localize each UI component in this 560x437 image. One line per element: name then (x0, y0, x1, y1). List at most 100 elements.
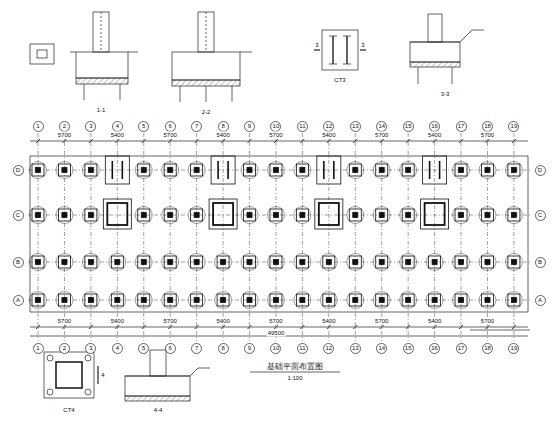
axis-bubble: C (13, 210, 24, 221)
axis-bubble: 6 (165, 343, 176, 354)
axis-bubble: 9 (244, 343, 255, 354)
axis-bubble: 2 (59, 343, 70, 354)
axis-number: 14 (376, 343, 387, 354)
axis-number: D (535, 165, 546, 176)
axis-number: 19 (508, 343, 519, 354)
axis-number: 13 (350, 343, 361, 354)
section-title: 4-4 (153, 407, 164, 414)
axis-bubble: 16 (429, 121, 440, 132)
axis-number: 14 (376, 121, 387, 132)
section-title: 2-2 (201, 109, 212, 116)
axis-bubble: 12 (323, 121, 334, 132)
axis-bubble: 19 (508, 343, 519, 354)
axis-number: 9 (244, 121, 255, 132)
dimension: 5400 (215, 132, 230, 139)
axis-bubble: 4 (112, 343, 123, 354)
axis-bubble: 14 (376, 343, 387, 354)
axis-bubble: 1 (33, 121, 44, 132)
axis-number: 4 (112, 121, 123, 132)
axis-number: 3 (85, 343, 96, 354)
axis-number: 4 (112, 343, 123, 354)
dimension: 5700 (480, 132, 495, 139)
axis-bubble: B (535, 257, 546, 268)
axis-bubble: 5 (138, 343, 149, 354)
axis-number: 15 (403, 343, 414, 354)
dimension: 5400 (427, 132, 442, 139)
axis-bubble: 9 (244, 121, 255, 132)
axis-bubble: D (535, 165, 546, 176)
dimension: 5700 (374, 132, 389, 139)
axis-bubble: 8 (218, 343, 229, 354)
dimension: 5700 (268, 318, 283, 325)
axis-number: 7 (191, 121, 202, 132)
axis-bubble: 3 (85, 121, 96, 132)
axis-bubble: 18 (482, 343, 493, 354)
axis-bubble: 3 (85, 343, 96, 354)
section-mark: 3 (360, 42, 365, 49)
axis-number: C (535, 210, 546, 221)
dimension: 5700 (268, 132, 283, 139)
axis-number: C (13, 210, 24, 221)
axis-number: 16 (429, 121, 440, 132)
axis-number: 17 (456, 121, 467, 132)
scale-note: 1:100 (286, 375, 303, 382)
axis-number: 2 (59, 343, 70, 354)
plan-title: CT4 (62, 407, 75, 414)
axis-bubble: 2 (59, 121, 70, 132)
dimension: 5700 (57, 132, 72, 139)
axis-number: 10 (270, 121, 281, 132)
axis-number: 8 (218, 121, 229, 132)
axis-bubble: 14 (376, 121, 387, 132)
axis-number: 7 (191, 343, 202, 354)
axis-number: D (13, 165, 24, 176)
axis-number: 6 (165, 343, 176, 354)
dimension: 5400 (321, 318, 336, 325)
axis-number: 9 (244, 343, 255, 354)
axis-number: 19 (508, 121, 519, 132)
axis-bubble: 18 (482, 121, 493, 132)
axis-number: 5 (138, 343, 149, 354)
dimension: 5700 (57, 318, 72, 325)
axis-number: 3 (85, 121, 96, 132)
axis-bubble: 7 (191, 343, 202, 354)
dimension: 5400 (110, 318, 125, 325)
axis-number: 11 (297, 343, 308, 354)
axis-bubble: A (13, 295, 24, 306)
axis-number: 18 (482, 121, 493, 132)
axis-number: 5 (138, 121, 149, 132)
axis-bubble: 13 (350, 121, 361, 132)
axis-bubble: 6 (165, 121, 176, 132)
axis-number: 13 (350, 121, 361, 132)
dimension: 5400 (215, 318, 230, 325)
axis-number: 11 (297, 121, 308, 132)
axis-number: B (535, 257, 546, 268)
section-title: 1-1 (96, 107, 107, 114)
drawing-title: 基础平面布置图 (266, 362, 324, 371)
axis-number: 2 (59, 121, 70, 132)
dimension: 49500 (267, 330, 286, 337)
axis-bubble: 1 (33, 343, 44, 354)
axis-bubble: 15 (403, 343, 414, 354)
axis-bubble: D (13, 165, 24, 176)
axis-bubble: C (535, 210, 546, 221)
axis-number: 18 (482, 343, 493, 354)
axis-number: 6 (165, 121, 176, 132)
axis-bubble: B (13, 257, 24, 268)
axis-number: 15 (403, 121, 414, 132)
section-mark: 3 (314, 42, 319, 49)
dimension: 5700 (480, 318, 495, 325)
axis-bubble: 10 (270, 121, 281, 132)
axis-number: 1 (33, 343, 44, 354)
axis-bubble: 12 (323, 343, 334, 354)
axis-bubble: 5 (138, 121, 149, 132)
axis-bubble: 4 (112, 121, 123, 132)
plan-title: CT3 (333, 77, 346, 84)
dimension: 5700 (163, 132, 178, 139)
dimension: 5700 (163, 318, 178, 325)
axis-number: A (13, 295, 24, 306)
axis-bubble: 8 (218, 121, 229, 132)
axis-bubble: 13 (350, 343, 361, 354)
axis-number: 8 (218, 343, 229, 354)
axis-bubble: 16 (429, 343, 440, 354)
